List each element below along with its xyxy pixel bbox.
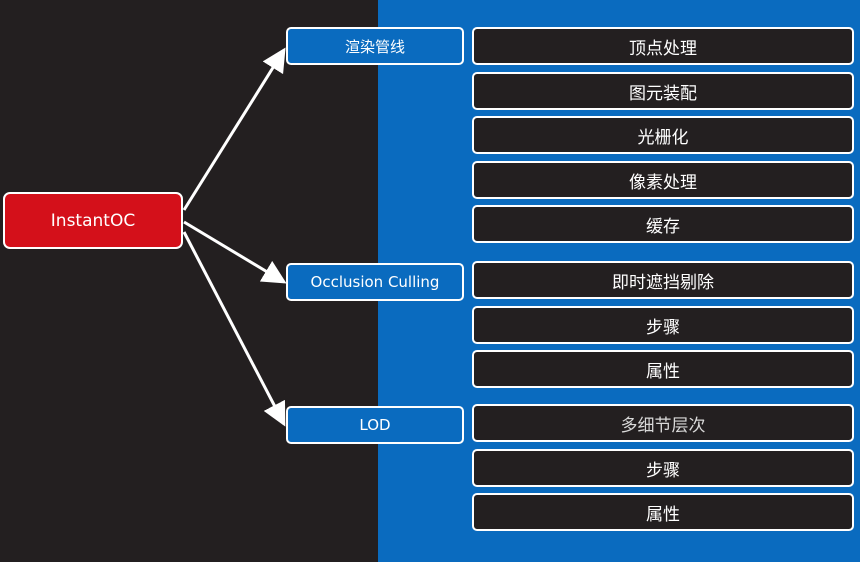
leaf-vertex-processing[interactable]: 顶点处理	[472, 27, 854, 65]
leaf-lod-steps[interactable]: 步骤	[472, 449, 854, 487]
root-node-instantoc[interactable]: InstantOC	[3, 192, 183, 249]
leaf-instant-occlusion-culling[interactable]: 即时遮挡剔除	[472, 261, 854, 299]
branch-lod[interactable]: LOD	[286, 406, 464, 444]
branch-occlusion-culling[interactable]: Occlusion Culling	[286, 263, 464, 301]
arrow-to-lod	[182, 231, 286, 427]
arrow-to-occlusion-culling	[183, 220, 287, 284]
leaf-primitive-assembly[interactable]: 图元装配	[472, 72, 854, 110]
leaf-rasterization[interactable]: 光栅化	[472, 116, 854, 154]
leaf-level-of-detail[interactable]: 多细节层次	[472, 404, 854, 442]
leaf-occlusion-properties[interactable]: 属性	[472, 350, 854, 388]
leaf-occlusion-steps[interactable]: 步骤	[472, 306, 854, 344]
branch-rendering-pipeline[interactable]: 渲染管线	[286, 27, 464, 65]
arrow-to-rendering-pipeline	[182, 47, 286, 211]
leaf-pixel-processing[interactable]: 像素处理	[472, 161, 854, 199]
leaf-cache[interactable]: 缓存	[472, 205, 854, 243]
leaf-lod-properties[interactable]: 属性	[472, 493, 854, 531]
